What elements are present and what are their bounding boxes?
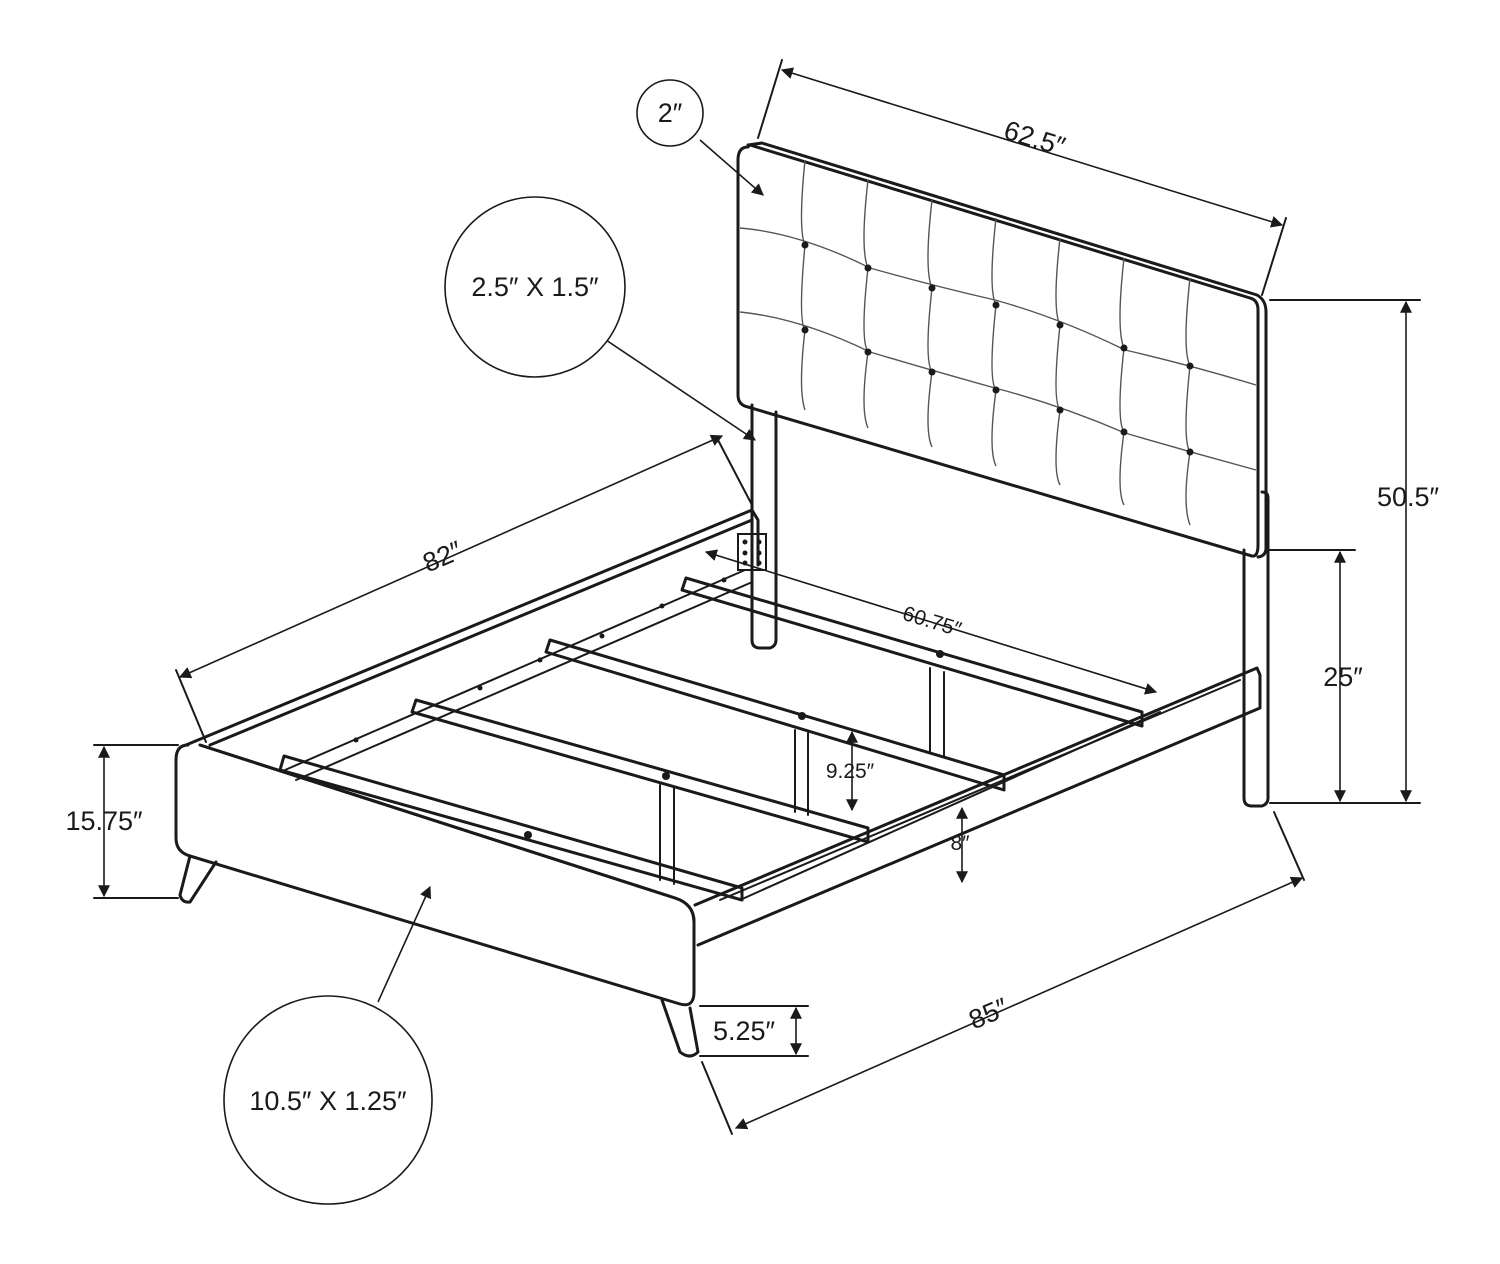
label-leg-height: 5.25″ <box>713 1016 776 1046</box>
callout-post-size <box>444 196 626 378</box>
headboard-posts <box>750 403 1270 808</box>
side-rails <box>184 508 1262 947</box>
label-headboard-thickness: 2″ <box>658 98 683 128</box>
callout-headboard-thickness <box>636 79 704 147</box>
label-rail-height: 8″ <box>950 832 970 855</box>
footboard <box>174 743 700 1058</box>
label-post-size: 2.5″ X 1.5″ <box>471 272 599 302</box>
slats <box>278 569 1161 902</box>
label-headboard-width: 62.5″ <box>1001 115 1070 162</box>
label-length-82: 82″ <box>418 535 467 578</box>
label-overall-height: 50.5″ <box>1377 482 1440 512</box>
label-slat-span: 60.75″ <box>900 602 965 642</box>
callout-footboard-size <box>223 995 433 1205</box>
headboard <box>736 141 1268 559</box>
label-slat-clearance: 9.25″ <box>826 760 875 783</box>
label-overall-length: 85″ <box>964 992 1013 1035</box>
label-headboard-rail-height: 25″ <box>1323 662 1363 692</box>
label-footboard-size: 10.5″ X 1.25″ <box>249 1086 407 1116</box>
dimension-lines <box>93 59 1421 1135</box>
label-footboard-height: 15.75″ <box>65 806 143 836</box>
